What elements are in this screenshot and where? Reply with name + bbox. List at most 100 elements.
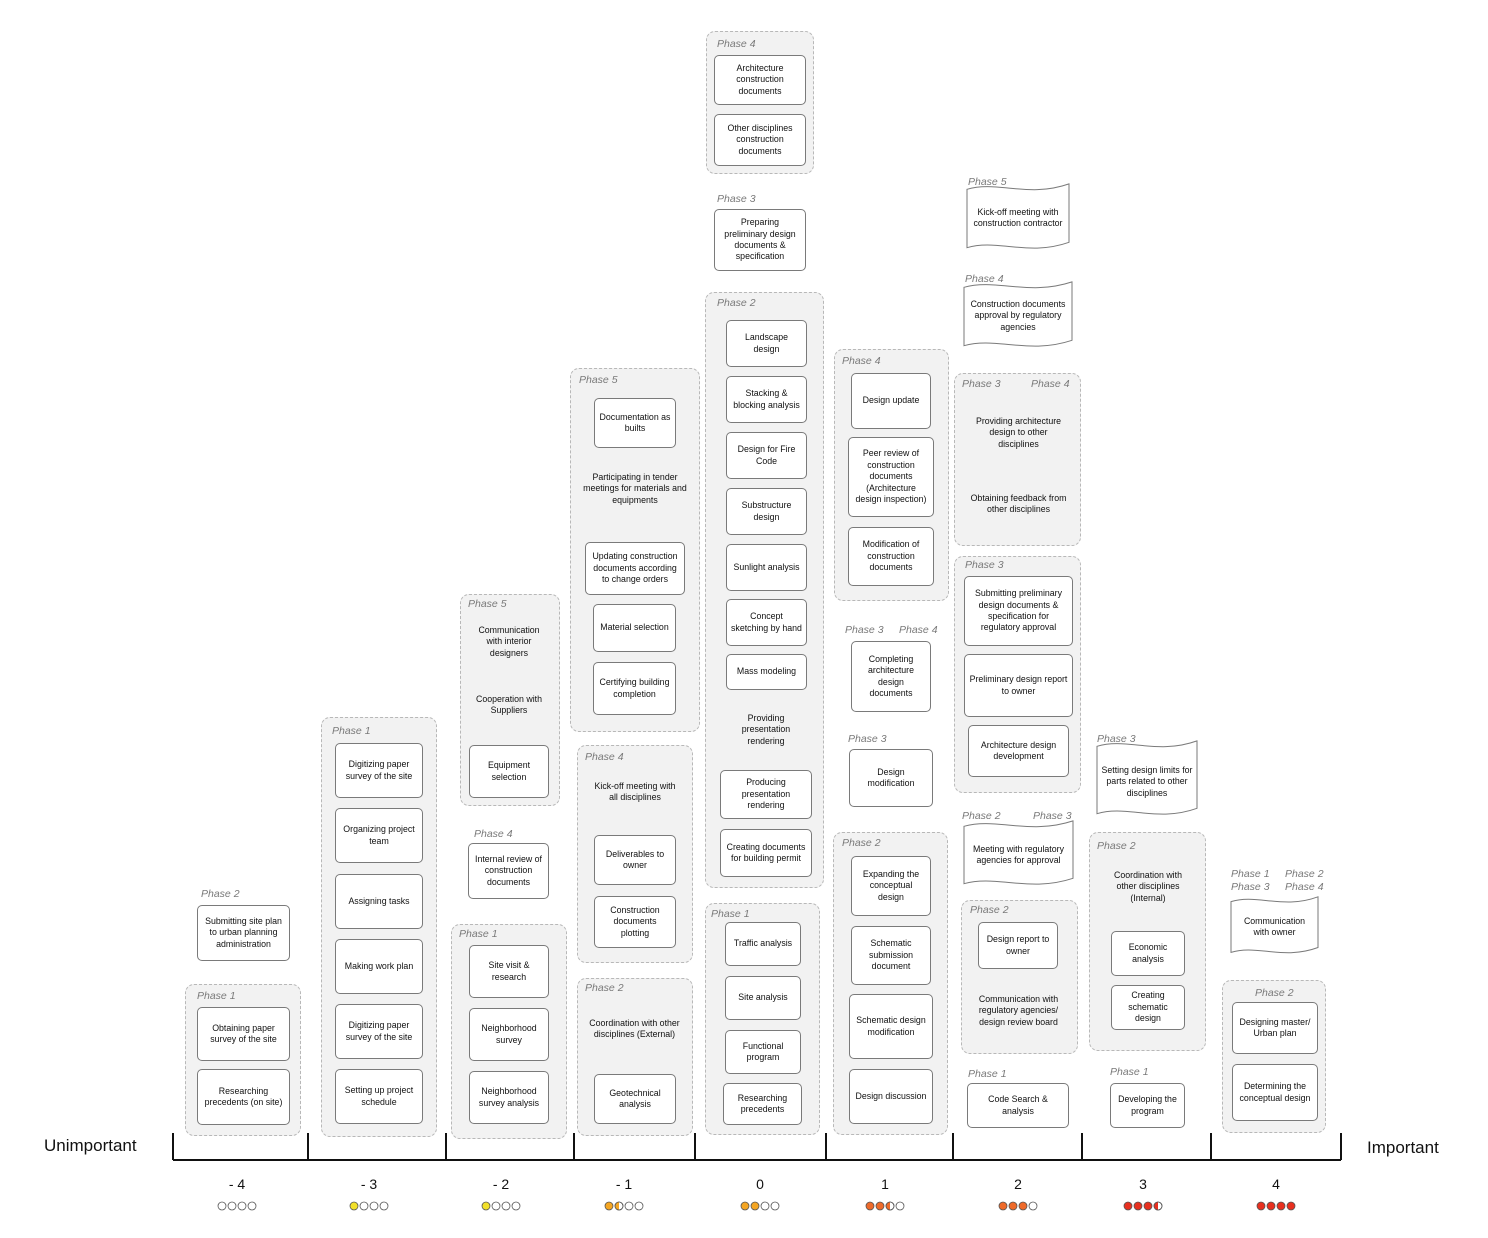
rating-dot [634, 1201, 644, 1211]
task-obtaining-feedback: Obtaining feedback from other discipline… [970, 492, 1067, 514]
rating-dot [481, 1201, 491, 1211]
phase-label: Phase 1 [197, 990, 236, 1002]
task-preparing-preliminary-design: Preparing preliminary design documents &… [714, 209, 806, 271]
phase-label: Phase 4 [842, 355, 881, 367]
phase-label: Phase 3 [962, 378, 1001, 390]
rating-dot-outline [614, 1201, 624, 1211]
task-providing-architecture-design: Providing architecture design to other d… [975, 415, 1062, 449]
rating-dot [359, 1201, 369, 1211]
rating-dot [511, 1201, 521, 1211]
phase-label: Phase 4 [474, 828, 513, 840]
phase-label: Phase 4 [717, 38, 756, 50]
scale-label: 4 [1272, 1176, 1280, 1192]
task-developing-program: Developing the program [1110, 1083, 1185, 1128]
task-mass-modeling: Mass modeling [726, 654, 807, 690]
rating-dot [1143, 1201, 1153, 1211]
task-equipment-selection: Equipment selection [469, 745, 549, 798]
scale-label: 1 [881, 1176, 889, 1192]
task-schematic-submission: Schematic submission document [851, 926, 931, 985]
rating-dot [604, 1201, 614, 1211]
phase-group [954, 373, 1081, 546]
task-geotechnical-analysis: Geotechnical analysis [594, 1074, 676, 1124]
task-obtaining-paper-survey: Obtaining paper survey of the site [197, 1007, 290, 1061]
task-researching-precedents-on-site: Researching precedents (on site) [197, 1069, 290, 1125]
phase-label: Phase 3 [845, 624, 884, 636]
task-concept-sketching: Concept sketching by hand [726, 599, 807, 646]
task-documentation-as-builts: Documentation as builts [594, 398, 676, 448]
phase-label: Phase 1 [1231, 868, 1270, 880]
task-researching-precedents: Researching precedents [723, 1083, 802, 1125]
task-expanding-conceptual-design: Expanding the conceptual design [851, 856, 931, 916]
rating-dot [1276, 1201, 1286, 1211]
scale-label: - 4 [228, 1176, 246, 1192]
task-submitting-preliminary-design: Submitting preliminary design documents … [964, 576, 1073, 646]
phase-label: Phase 2 [1255, 987, 1294, 999]
task-creating-schematic-design: Creating schematic design [1111, 985, 1185, 1030]
task-organizing-project-team: Organizing project team [335, 808, 423, 863]
task-design-fire-code: Design for Fire Code [726, 432, 807, 479]
document-shape [963, 820, 1074, 885]
task-schematic-design-modification: Schematic design modification [849, 994, 933, 1059]
task-site-visit-research: Site visit & research [469, 945, 549, 998]
task-setting-design-limits: Setting design limits for parts related … [1101, 764, 1193, 798]
task-tender-meetings: Participating in tender meetings for mat… [583, 471, 687, 505]
rating-dot [1286, 1201, 1296, 1211]
phase-label: Phase 4 [1285, 881, 1324, 893]
rating-dot-outline [885, 1201, 895, 1211]
phase-label: Phase 3 [965, 559, 1004, 571]
rating-dot [491, 1201, 501, 1211]
phase-label: Phase 4 [965, 273, 1004, 285]
rating-dot [875, 1201, 885, 1211]
phase-label: Phase 1 [459, 928, 498, 940]
task-preliminary-design-report: Preliminary design report to owner [964, 654, 1073, 717]
task-communication-interior-designers: Communication with interior designers [478, 624, 540, 658]
scale-label: - 1 [615, 1176, 633, 1192]
task-deliverables-to-owner: Deliverables to owner [594, 835, 676, 885]
phase-label: Phase 3 [717, 193, 756, 205]
rating-dot [379, 1201, 389, 1211]
task-coordination-external: Coordination with other disciplines (Ext… [589, 1017, 680, 1039]
task-internal-review: Internal review of construction document… [468, 843, 549, 899]
phase-label: Phase 2 [1097, 840, 1136, 852]
task-construction-documents-plotting: Construction documents plotting [594, 896, 676, 948]
rating-dot [1028, 1201, 1038, 1211]
task-meeting-regulatory-agencies: Meeting with regulatory agencies for app… [973, 843, 1064, 865]
task-project-schedule: Setting up project schedule [335, 1069, 423, 1124]
document-shape [1096, 740, 1198, 815]
document-shape [966, 183, 1070, 249]
rating-dot [1133, 1201, 1143, 1211]
task-peer-review: Peer review of construction documents (A… [848, 437, 934, 517]
phase-label: Phase 1 [332, 725, 371, 737]
phase-label: Phase 4 [1031, 378, 1070, 390]
task-stacking-blocking: Stacking & blocking analysis [726, 376, 807, 423]
rating-dot [895, 1201, 905, 1211]
task-architecture-design-development: Architecture design development [968, 725, 1069, 777]
rating-dot [349, 1201, 359, 1211]
task-providing-presentation-rendering: Providing presentation rendering [741, 712, 791, 746]
task-communication-with-owner: Communication with owner [1243, 915, 1306, 937]
scale-label: 0 [756, 1176, 764, 1192]
axis-right-label: Important [1367, 1138, 1439, 1157]
phase-label: Phase 5 [579, 374, 618, 386]
task-making-work-plan: Making work plan [335, 939, 423, 994]
task-neighborhood-survey: Neighborhood survey [469, 1008, 549, 1061]
rating-dot [501, 1201, 511, 1211]
rating-dot-half [1154, 1202, 1158, 1210]
task-assigning-tasks: Assigning tasks [335, 874, 423, 929]
phase-label: Phase 4 [585, 751, 624, 763]
task-economic-analysis: Economic analysis [1111, 931, 1185, 976]
rating-dot-half [886, 1202, 890, 1210]
phase-label: Phase 2 [717, 297, 756, 309]
document-shape [963, 281, 1073, 347]
rating-dot [217, 1201, 227, 1211]
phase-label: Phase 2 [1285, 868, 1324, 880]
task-landscape-design: Landscape design [726, 320, 807, 367]
phase-label: Phase 3 [1033, 810, 1072, 822]
scale-label: 3 [1139, 1176, 1147, 1192]
rating-dot [1256, 1201, 1266, 1211]
task-determining-conceptual-design: Determining the conceptual design [1232, 1064, 1318, 1121]
task-coordination-internal: Coordination with other disciplines (Int… [1114, 869, 1182, 903]
rating-dot-outline [1153, 1201, 1163, 1211]
rating-dot [1018, 1201, 1028, 1211]
